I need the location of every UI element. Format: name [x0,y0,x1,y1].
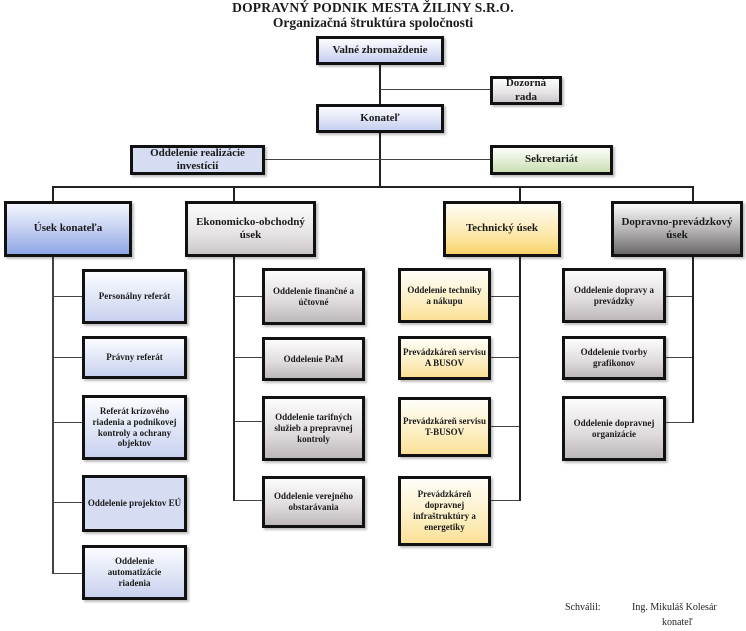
connector-line [490,426,519,427]
connector-line [53,422,82,423]
connector-line [53,296,82,297]
unit-box[interactable]: Referát krízového riadenia a podnikovej … [82,395,187,460]
box-label: Technický úsek [465,222,539,235]
connector-line [379,132,381,188]
box-label: Oddelenie finančné a účtovné [272,285,354,307]
connector-line [380,89,490,90]
unit-box[interactable]: Oddelenie projektov EÚ [82,475,187,532]
unit-box[interactable]: Oddelenie finančné a účtovné [262,268,365,325]
box-label: Personálny referát [98,291,171,302]
approver-name: Ing. Mikuláš Kolesár [632,602,717,613]
box-label: Prevádzkáreň servisu T-BUSOV [403,416,486,437]
box-label: Prevádzkáreň dopravnej infraštruktúry a … [413,489,476,532]
connector-line [53,573,82,574]
connector-line [234,357,263,358]
unit-box[interactable]: Oddelenie tarifných služieb a prepravnej… [262,396,365,461]
supervisory-board-box[interactable]: Dozorná rada [490,76,562,105]
connector-line [53,357,82,358]
connector-line [490,500,519,501]
connector-line [52,186,54,201]
chart-subtitle: Organizačná štruktúra spoločnosti [272,15,474,30]
box-label: Prevádzkáreň servisu A BUSOV [403,347,486,368]
connector-line [52,186,694,188]
connector-line [233,186,235,201]
unit-box[interactable]: Oddelenie PaM [262,337,365,381]
connector-line [665,422,692,423]
connector-line [692,256,694,423]
unit-box[interactable]: Prevádzkáreň dopravnej infraštruktúry a … [398,476,491,546]
unit-box[interactable]: Personálny referát [82,269,187,324]
box-label: Oddelenie PaM [283,353,344,364]
box-label: Oddelenie realizácie investícií [150,146,245,172]
connector-line [519,256,521,501]
connector-line [379,64,381,104]
unit-box[interactable]: Oddelenie dopravy a prevádzky [562,268,666,323]
box-label: Právny referát [106,352,163,363]
box-label: Konateľ [360,111,400,124]
box-label: Valné zhromaždenie [332,43,428,56]
connector-line [665,357,692,358]
secretariat-box[interactable]: Sekretariát [490,145,613,175]
connector-line [53,502,82,503]
division-box-economic-commercial[interactable]: Ekonomicko-obchodný úsek [185,201,316,257]
connector-line [519,186,521,201]
box-label: Oddelenie tvorby grafikonov [580,347,648,368]
box-label: Sekretariát [525,153,578,166]
connector-line [490,357,519,358]
box-label: Referát krízového riadenia a podnikovej … [92,405,177,449]
unit-box[interactable]: Oddelenie automatizácie riadenia [82,545,187,600]
unit-box[interactable]: Prevádzkáreň servisu T-BUSOV [398,397,491,457]
connector-line [264,159,490,160]
division-box-executive-office[interactable]: Úsek konateľa [4,201,132,257]
box-label: Oddelenie dopravnej organizácie [573,417,655,439]
connector-line [52,256,54,574]
box-label: Oddelenie dopravy a prevádzky [573,284,654,306]
unit-box[interactable]: Oddelenie techniky a nákupu [398,268,491,323]
connector-line [234,296,263,297]
unit-box[interactable]: Oddelenie tvorby grafikonov [562,336,666,380]
general-meeting-box[interactable]: Valné zhromaždenie [316,36,444,65]
unit-box[interactable]: Právny referát [82,336,187,379]
box-label: Úsek konateľa [33,222,103,235]
executive-box[interactable]: Konateľ [316,104,444,133]
connector-line [233,256,235,501]
connector-line [665,296,692,297]
unit-box[interactable]: Prevádzkáreň servisu A BUSOV [398,336,491,380]
unit-box[interactable]: Oddelenie verejného obstarávania [262,476,365,528]
connector-line [234,421,263,422]
box-label: Oddelenie automatizácie riadenia [107,556,162,588]
division-box-technical[interactable]: Technický úsek [443,201,561,257]
box-label: Oddelenie projektov EÚ [87,498,182,509]
box-label: Oddelenie verejného obstarávania [273,491,354,512]
connector-line [490,296,519,297]
box-label: Oddelenie tarifných služieb a prepravnej… [274,412,353,444]
box-label: Dopravno-prevádzkový úsek [621,215,733,241]
connector-line [692,186,694,201]
unit-box[interactable]: Oddelenie dopravnej organizácie [562,396,666,461]
connector-line [234,500,263,501]
investments-dept-box[interactable]: Oddelenie realizácie investícií [130,145,265,175]
approved-label: Schválil: [565,602,601,613]
box-label: Dozorná rada [505,77,547,103]
approver-role: konateľ [662,617,693,628]
division-box-transport-operations[interactable]: Dopravno-prevádzkový úsek [611,201,743,257]
box-label: Ekonomicko-obchodný úsek [196,215,305,241]
company-title: DOPRAVNÝ PODNIK MESTA ŽILINY S.R.O. [232,0,514,15]
box-label: Oddelenie techniky a nákupu [407,284,482,306]
